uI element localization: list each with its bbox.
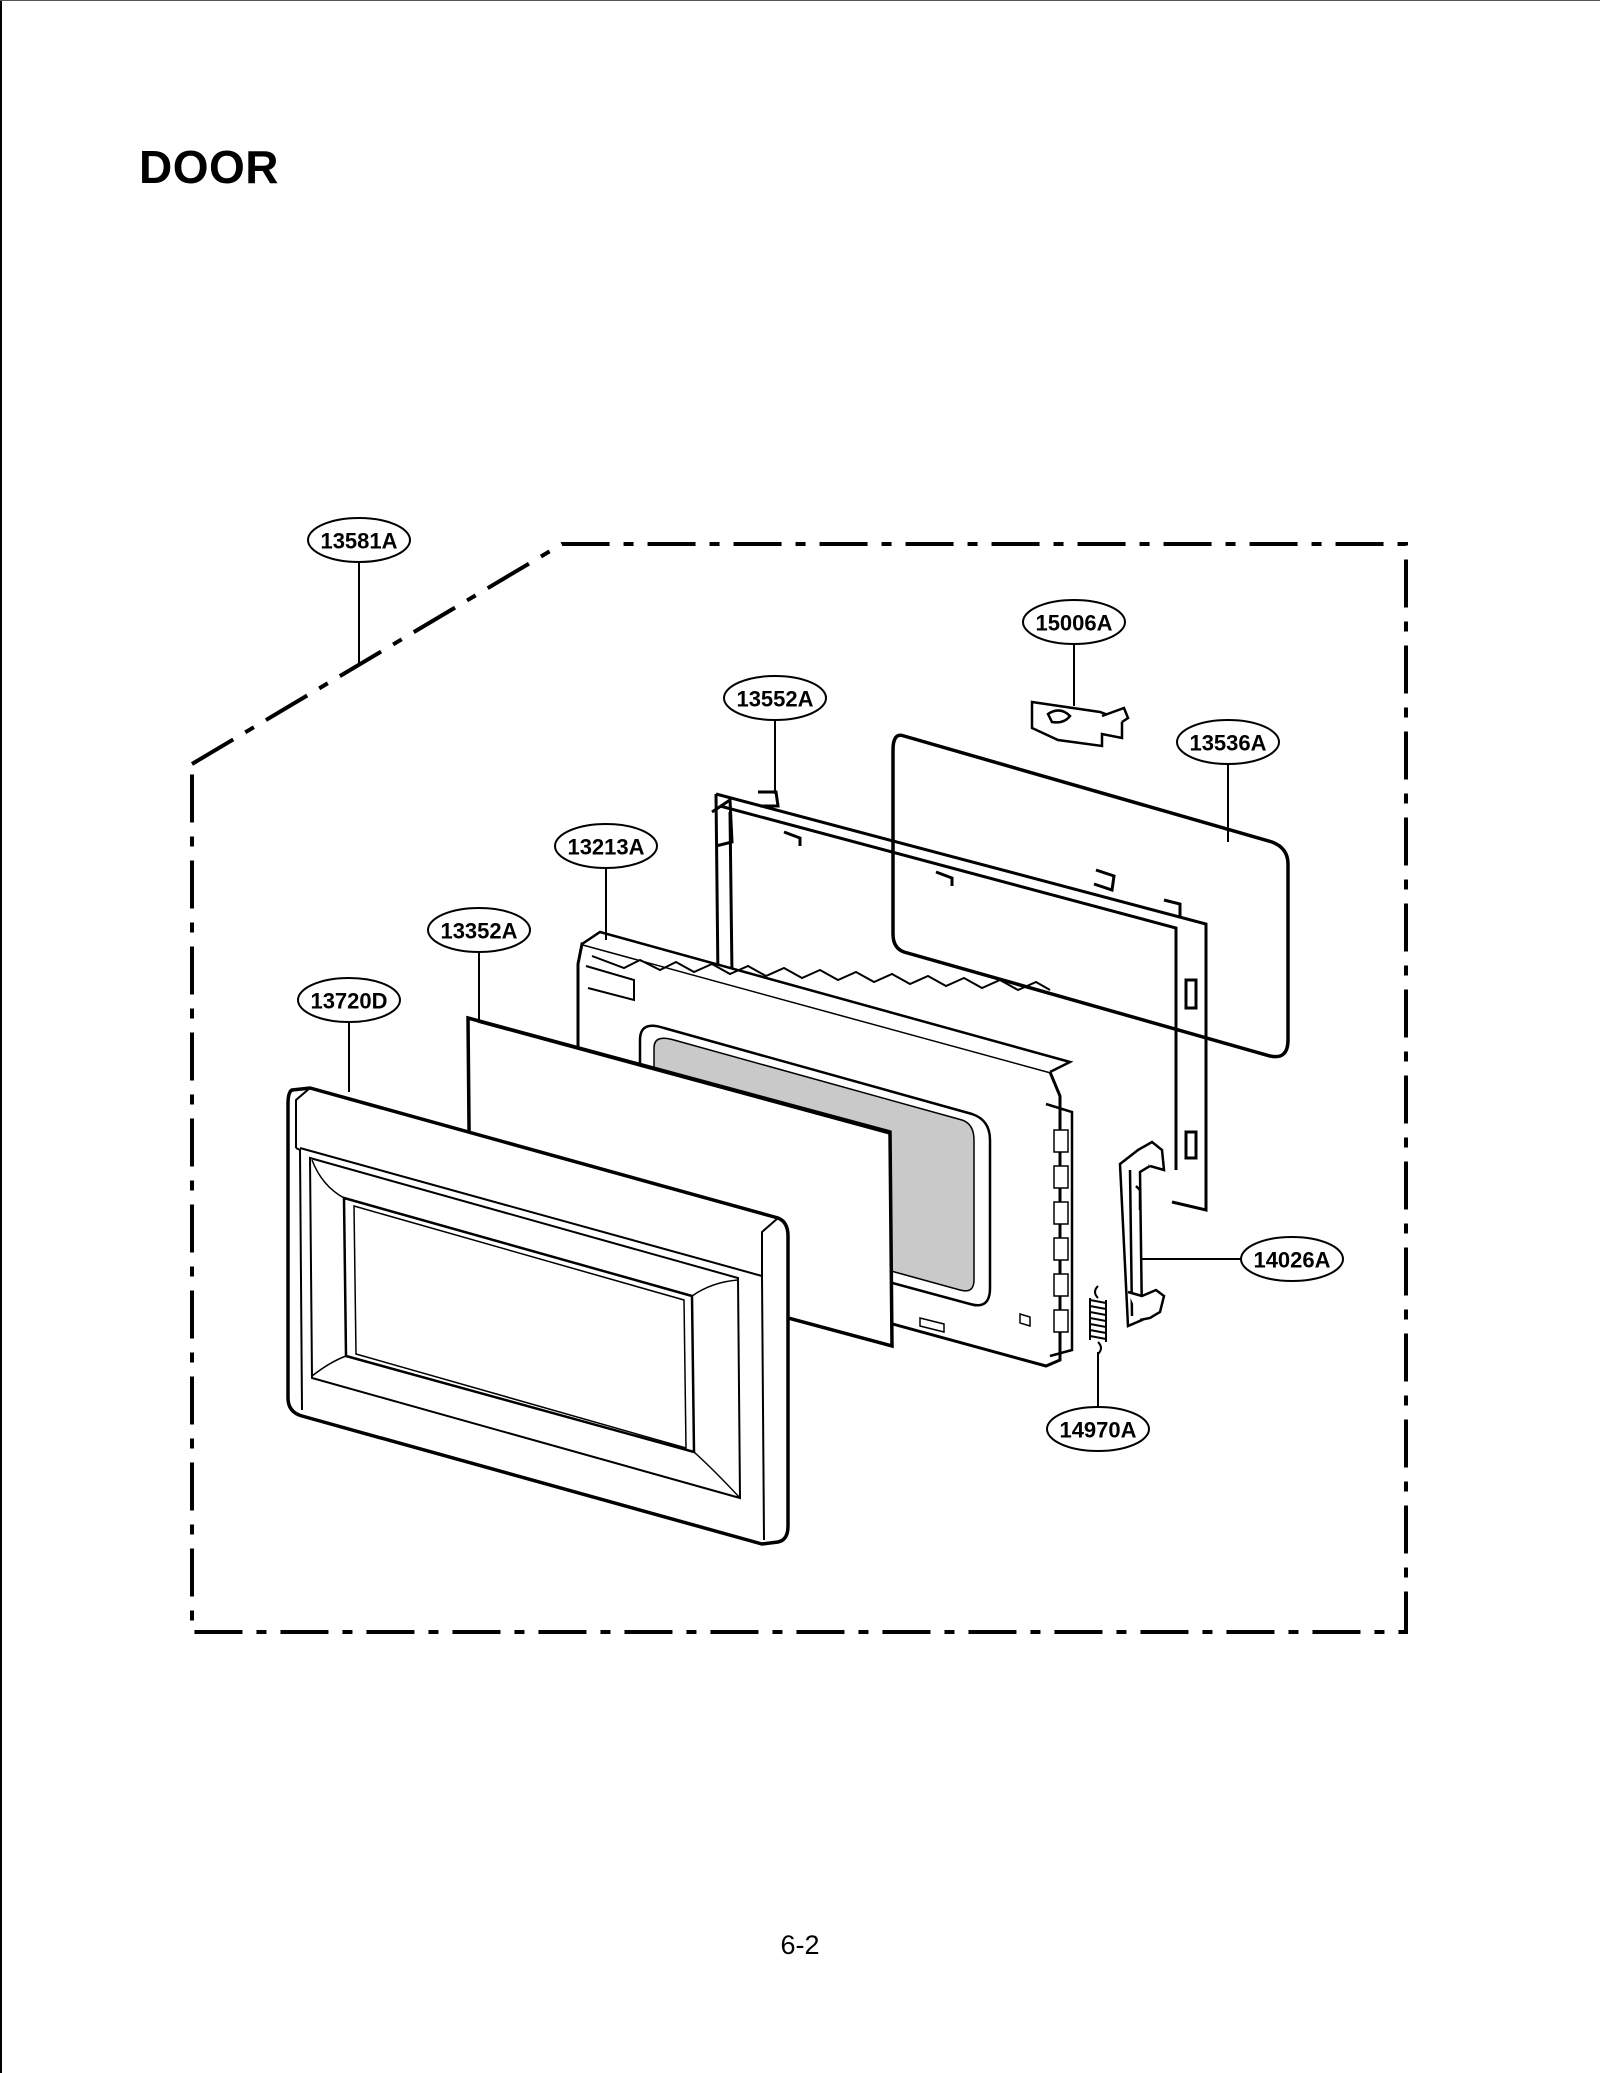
part-14970A-spring <box>1089 1285 1107 1355</box>
callout-label: 14970A <box>1059 1418 1136 1443</box>
part-13552A-frame <box>711 790 1208 1212</box>
part-13720D-front-frame <box>286 1086 790 1546</box>
callout-label: 13552A <box>736 687 813 712</box>
part-callouts: 13581A 15006A 13552A 13536A 13213A 13352… <box>297 517 1344 1452</box>
callout-13552A: 13552A <box>723 675 827 721</box>
callout-13213A: 13213A <box>554 823 658 869</box>
page-edge-top <box>0 0 1600 1</box>
callout-13352A: 13352A <box>427 907 531 953</box>
callout-15006A: 15006A <box>1022 599 1126 645</box>
page-title: DOOR <box>139 141 279 193</box>
callout-label: 13213A <box>567 835 644 860</box>
callout-label: 14026A <box>1253 1248 1330 1273</box>
callout-label: 13352A <box>440 919 517 944</box>
callout-13536A: 13536A <box>1176 719 1280 765</box>
callout-13581A: 13581A <box>307 517 411 563</box>
page-number: 6-2 <box>780 1930 820 1960</box>
callout-13720D: 13720D <box>297 977 401 1023</box>
callout-label: 13581A <box>320 529 397 554</box>
part-15006A-bracket <box>1030 700 1130 748</box>
assembly-boundary <box>190 542 1408 1634</box>
callout-14970A: 14970A <box>1046 1406 1150 1452</box>
leader-lines <box>348 562 1246 1408</box>
callout-label: 13536A <box>1189 731 1266 756</box>
callout-14026A: 14026A <box>1240 1236 1344 1282</box>
callout-label: 15006A <box>1035 611 1112 636</box>
part-14026A-latch <box>1118 1140 1166 1328</box>
part-13536A-panel <box>891 733 1290 1059</box>
callout-label: 13720D <box>310 989 387 1014</box>
page-edge-left <box>0 0 2 2073</box>
